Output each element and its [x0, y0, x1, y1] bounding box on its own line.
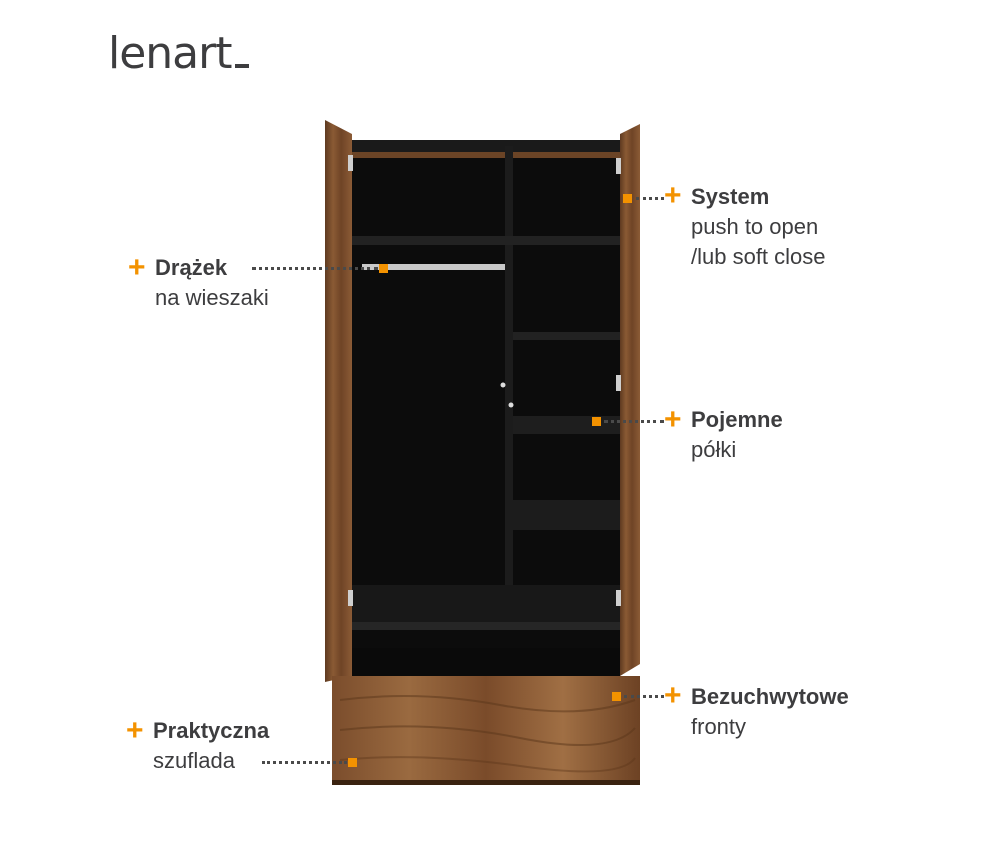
callout-drazek-line1: na wieszaki	[155, 285, 269, 310]
brand-logo-text: lenart	[108, 28, 232, 79]
bezuchwytowe-marker	[612, 692, 621, 701]
praktyczna-marker	[348, 758, 357, 767]
callout-system-line2: /lub soft close	[691, 244, 826, 269]
center-divider	[505, 146, 513, 624]
callout-bezuchwytowe: Bezuchwytowe fronty	[691, 682, 849, 742]
callout-praktyczna: Praktyczna szuflada	[153, 716, 269, 776]
pojemne-leader-line	[604, 420, 664, 423]
callout-pojemne: Pojemne półki	[691, 405, 783, 465]
left-door	[325, 120, 352, 682]
logo-underscore	[234, 64, 249, 68]
callout-drazek: Drążek na wieszaki	[155, 253, 269, 313]
top-shelf	[352, 236, 620, 245]
plus-icon: +	[126, 714, 144, 747]
plus-icon: +	[128, 251, 146, 284]
callout-system: System push to open /lub soft close	[691, 182, 826, 272]
shelf-1	[513, 332, 620, 340]
praktyczna-leader-line	[262, 761, 347, 764]
shelf-2	[513, 416, 620, 434]
callout-praktyczna-title: Praktyczna	[153, 718, 270, 743]
pojemne-marker	[592, 417, 601, 426]
callout-bezuchwytowe-title: Bezuchwytowe	[691, 684, 849, 709]
drawer-front	[332, 676, 640, 784]
callout-system-title: System	[691, 184, 770, 209]
callout-pojemne-title: Pojemne	[691, 407, 783, 432]
plus-icon: +	[664, 179, 682, 212]
system-marker	[623, 194, 632, 203]
right-door	[620, 124, 640, 676]
bottom-shelf	[352, 585, 620, 625]
callout-pojemne-line1: półki	[691, 437, 737, 462]
callout-system-line1: push to open	[691, 214, 819, 239]
plus-icon: +	[664, 403, 682, 436]
system-leader-line	[636, 197, 664, 200]
drazek-leader-line	[252, 267, 378, 270]
brand-logo: lenart	[108, 28, 249, 79]
drazek-marker	[379, 264, 388, 273]
callout-drazek-title: Drążek	[155, 255, 228, 280]
bezuchwytowe-leader-line	[624, 695, 664, 698]
shelf-3	[513, 500, 620, 530]
plus-icon: +	[664, 679, 682, 712]
callout-bezuchwytowe-line1: fronty	[691, 714, 747, 739]
callout-praktyczna-line1: szuflada	[153, 748, 235, 773]
hanging-rail	[362, 264, 505, 270]
